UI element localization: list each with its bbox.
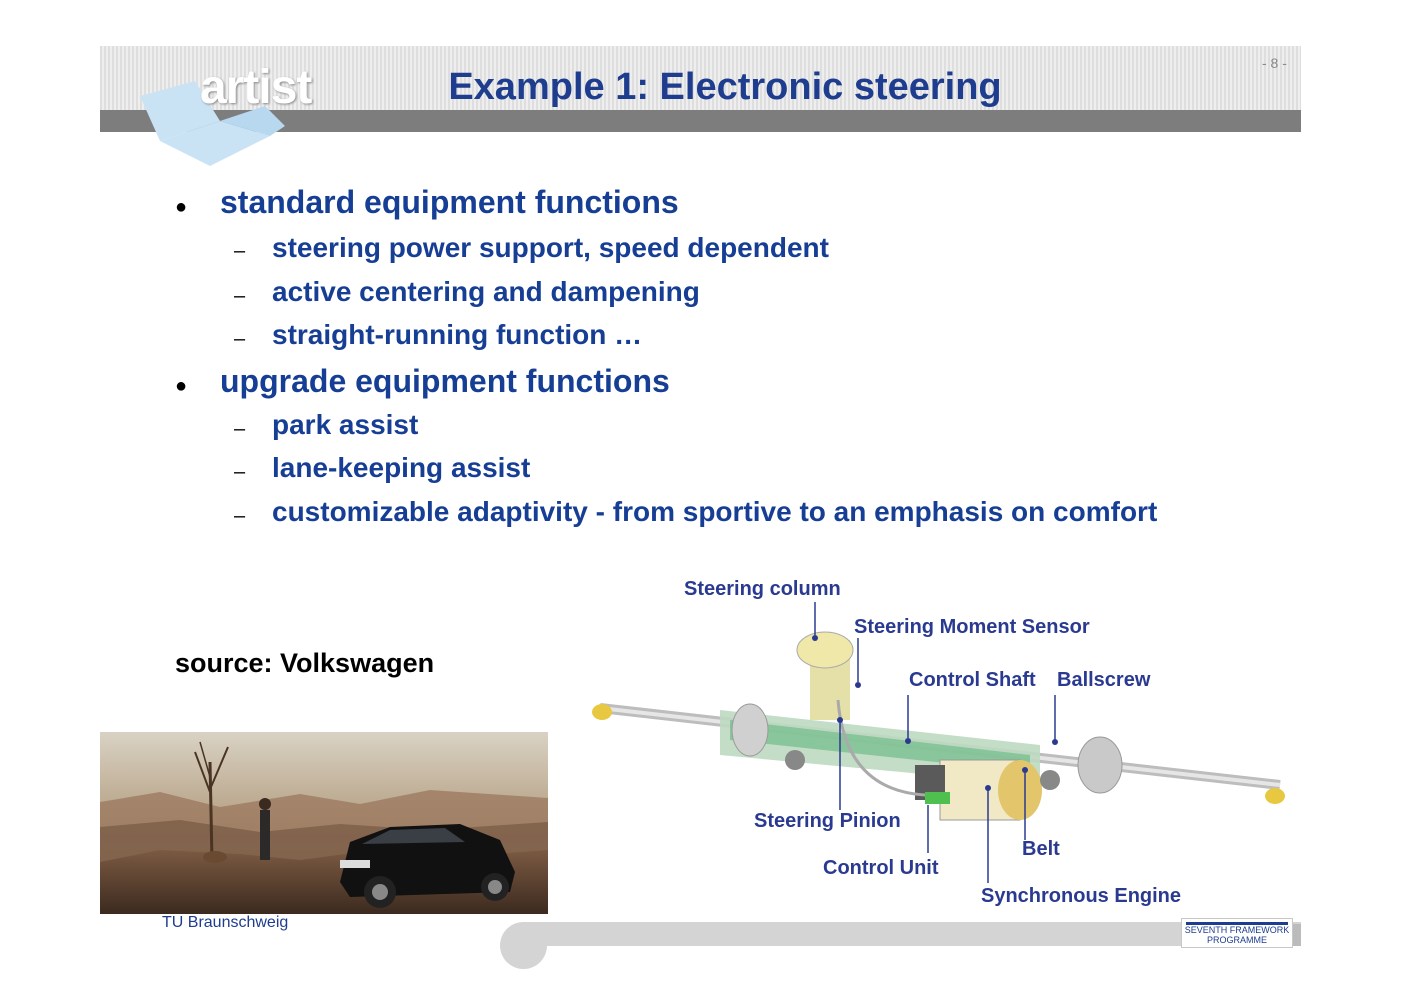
bullet-item: standard equipment functions bbox=[220, 184, 679, 220]
sub-bullet-dash: – bbox=[234, 285, 246, 307]
sub-bullet-item: lane-keeping assist bbox=[272, 452, 531, 483]
steering-system-diagram bbox=[592, 602, 1285, 883]
sub-bullet-item: steering power support, speed dependent bbox=[272, 232, 829, 263]
header-dark-strip bbox=[100, 110, 1301, 132]
sub-bullet-dash: – bbox=[234, 461, 246, 483]
bullet-dot: ● bbox=[175, 375, 188, 397]
footer-bar bbox=[523, 922, 1301, 946]
fp7-logo: SEVENTH FRAMEWORK PROGRAMME bbox=[1181, 918, 1293, 948]
artist-logo bbox=[140, 81, 285, 166]
header-band bbox=[100, 46, 1301, 110]
sub-bullet-dash: – bbox=[234, 418, 246, 440]
bullet-dot: ● bbox=[175, 196, 188, 218]
sub-bullet-dash: – bbox=[234, 505, 246, 527]
bullet-item: upgrade equipment functions bbox=[220, 363, 670, 399]
label-synchronous-engine: Synchronous Engine bbox=[981, 885, 1182, 907]
logo-text: artist bbox=[200, 61, 312, 114]
sub-bullet-item: customizable adaptivity - from sportive … bbox=[272, 496, 1158, 527]
page-number: - 8 - bbox=[1262, 55, 1287, 71]
sub-bullet-dash: – bbox=[234, 328, 246, 350]
label-ballscrew: Ballscrew bbox=[1057, 669, 1151, 691]
label-steering-pinion: Steering Pinion bbox=[754, 810, 901, 832]
label-control-shaft: Control Shaft bbox=[909, 669, 1036, 691]
sub-bullet-item: park assist bbox=[272, 409, 419, 440]
source-credit: source: Volkswagen bbox=[175, 648, 435, 678]
footer-institution: TU Braunschweig bbox=[162, 914, 289, 931]
sub-bullet-dash: – bbox=[234, 240, 246, 262]
sub-bullet-item: active centering and dampening bbox=[272, 276, 700, 307]
slide-title: Example 1: Electronic steering bbox=[448, 66, 1002, 108]
label-belt: Belt bbox=[1022, 838, 1060, 860]
footer-circle bbox=[500, 922, 547, 969]
fp7-line2: PROGRAMME bbox=[1206, 935, 1267, 945]
footer-strip bbox=[1293, 924, 1301, 946]
vw-touareg-photo bbox=[100, 732, 548, 914]
label-moment-sensor: Steering Moment Sensor bbox=[854, 616, 1090, 638]
sub-bullet-item: straight-running function … bbox=[272, 319, 643, 350]
fp7-line1: SEVENTH FRAMEWORK bbox=[1184, 925, 1290, 935]
label-steering-column: Steering column bbox=[684, 578, 841, 600]
label-control-unit: Control Unit bbox=[823, 857, 939, 879]
